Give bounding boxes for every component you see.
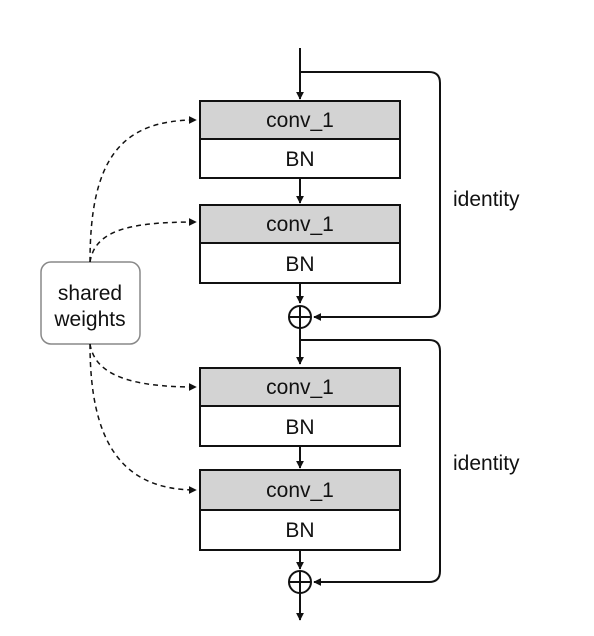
layer-block-2: conv_1 BN — [199, 204, 401, 284]
conv-label-3: conv_1 — [266, 376, 334, 399]
circled-plus-icon — [288, 570, 312, 594]
layer-block-4: conv_1 BN — [199, 469, 401, 551]
conv-label-4: conv_1 — [266, 479, 334, 502]
bn-label-3: BN — [285, 416, 314, 439]
shared-weight-link-1 — [89, 116, 197, 263]
conv-box-2 — [199, 204, 401, 244]
conv-label-1: conv_1 — [266, 109, 334, 132]
layer-block-3: conv_1 BN — [199, 367, 401, 447]
shared-weight-link-2 — [89, 218, 197, 263]
identity-label-2: identity — [453, 452, 520, 475]
bn-label-4: BN — [285, 519, 314, 542]
conv-box-4 — [199, 469, 401, 511]
shared-weight-link-4 — [89, 343, 197, 494]
circled-plus-icon — [288, 305, 312, 329]
identity-shortcut-2 — [300, 339, 441, 586]
shared-weights-box: shared weights — [40, 261, 141, 345]
conv-label-2: conv_1 — [266, 213, 334, 236]
shared-weights-line2: weights — [53, 308, 125, 331]
bn-label-1: BN — [285, 148, 314, 171]
layer-block-1: conv_1 BN — [199, 100, 401, 179]
bn-box-2 — [199, 242, 401, 284]
bn-label-2: BN — [285, 253, 314, 276]
shared-weight-link-3 — [89, 343, 197, 391]
identity-label-1: identity — [453, 188, 520, 211]
identity-shortcut-1 — [300, 71, 441, 321]
shared-weights-line1: shared — [58, 282, 122, 305]
bn-box-1 — [199, 138, 401, 179]
